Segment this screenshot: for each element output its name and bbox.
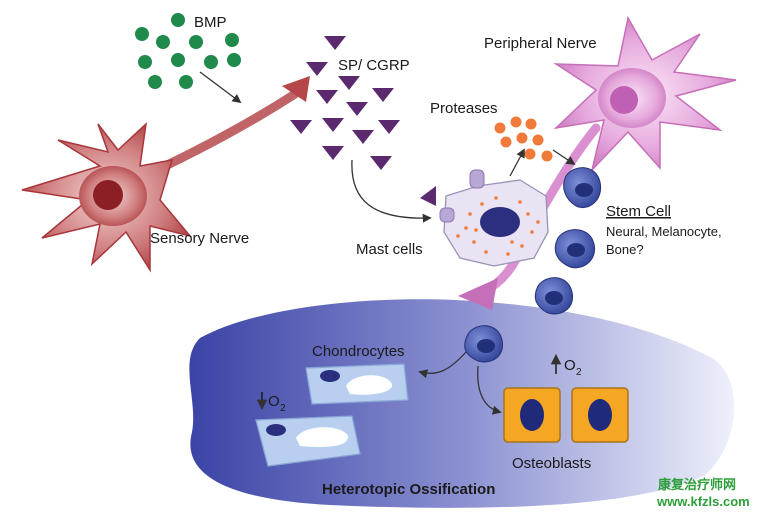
o2-high-sub: 2 [576,367,582,378]
stem-cells [464,167,602,363]
o2-low-label: O [268,393,280,410]
chondrocytes-label: Chondrocytes [312,343,405,360]
peripheral-nerve-nucleus [610,86,638,114]
peripheral-nerve [458,15,737,310]
proteases-label: Proteases [430,100,498,117]
osteoblasts-label: Osteoblasts [512,455,591,472]
osteoblast-right [571,387,629,443]
sp-cgrp-label: SP/ CGRP [338,57,410,74]
o2-high-label: O [564,357,576,374]
stem-cell-types-line1: Neural, Melanocyte, [606,224,722,239]
sp-cgrp-molecules [290,36,436,206]
mast-cell [439,169,549,267]
heterotopic-ossification-label: Heterotopic Ossification [322,481,495,498]
sp-cgrp-arrow [351,159,432,223]
stem-cell-label: Stem Cell [606,203,671,220]
sensory-nerve-nucleus [93,180,123,210]
mast-cells-label: Mast cells [356,241,423,258]
watermark-line1: 康复治疗师网 [658,477,736,492]
chondrocyte-upper [305,363,409,405]
sensory-nerve-label: Sensory Nerve [150,230,249,247]
sensory-nerve [21,76,310,273]
arrow-to-chondrocytes [418,351,467,379]
o2-high-indicator: O 2 [550,353,582,378]
chondrocyte-lower [255,415,361,467]
arrow-to-osteoblasts [477,365,502,415]
o2-low-sub: 2 [280,403,286,414]
stem-cell-types-line2: Bone? [606,242,644,257]
osteoblast-left [503,387,561,443]
bmp-label: BMP [194,14,227,31]
watermark-line2: www.kfzls.com [656,494,750,509]
protease-arrow-up [509,148,525,177]
protease-molecules [494,116,553,162]
bmp-molecules [135,13,241,89]
protease-arrow-right [552,149,576,166]
peripheral-nerve-label: Peripheral Nerve [484,35,597,52]
o2-low-indicator: O 2 [256,392,286,414]
bmp-arrow [199,71,242,104]
